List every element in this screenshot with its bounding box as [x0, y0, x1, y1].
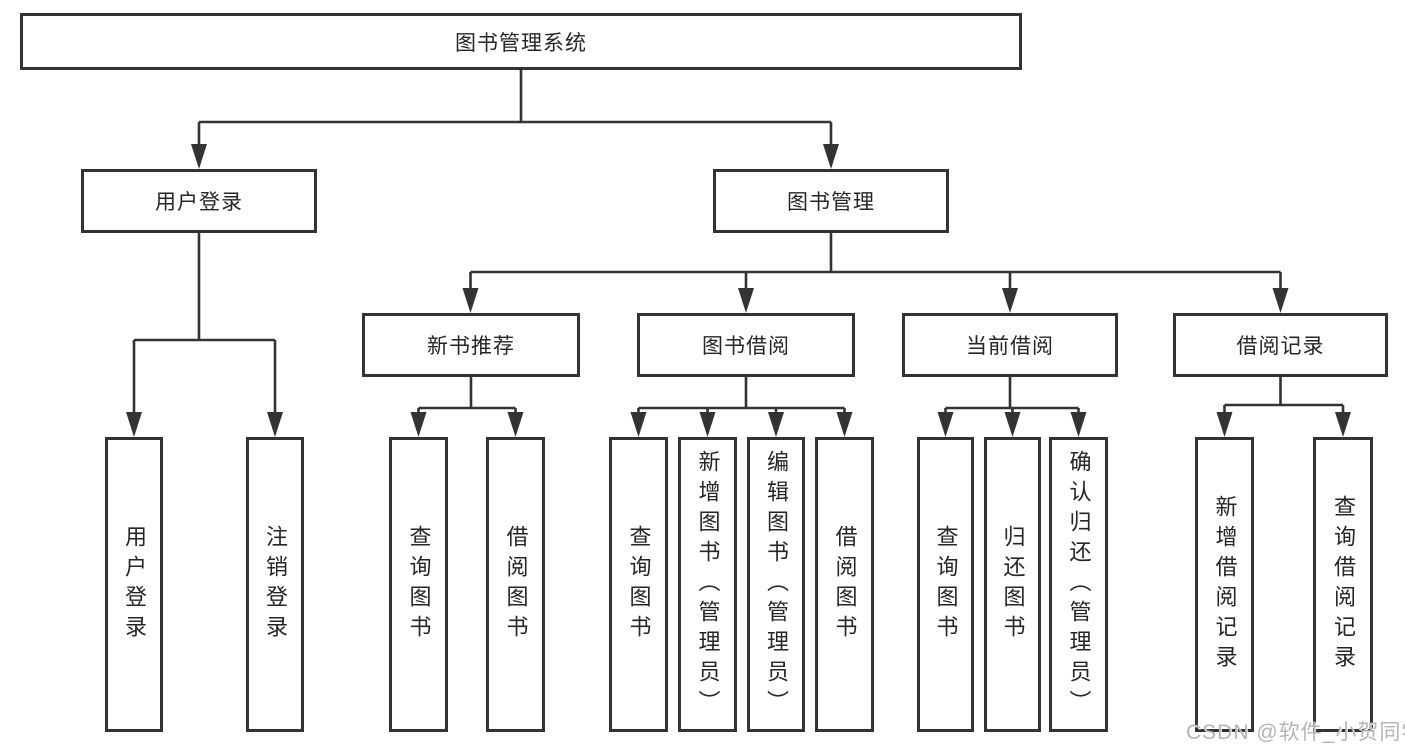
arrowhead: [823, 144, 839, 169]
node-current-borrow: 当前借阅: [902, 313, 1118, 377]
connector-records-to-leaves: [1223, 377, 1345, 422]
arrowhead: [1004, 412, 1021, 437]
arrowhead: [699, 412, 716, 437]
node-book-management-label: 图书管理: [787, 191, 875, 214]
node-add-borrow-record-label: 新增借阅记录: [1212, 494, 1238, 675]
node-logout-action-label: 注销登录: [263, 524, 288, 645]
watermark: CSDN @软件_小贺同学: [1186, 721, 1405, 744]
node-query-books: 查询图书: [389, 437, 448, 732]
node-confirm-return-admin-label: 确认归还（管理员）: [1066, 449, 1092, 720]
arrowhead: [738, 288, 754, 313]
node-user-login: 用户登录: [81, 169, 317, 233]
node-borrow-books: 借阅图书: [486, 437, 545, 732]
node-add-borrow-record: 新增借阅记录: [1195, 437, 1254, 732]
node-login-action-label: 用户登录: [122, 524, 147, 645]
node-return-book: 归还图书: [984, 437, 1041, 732]
arrowhead: [126, 412, 142, 437]
node-borrow-books: 借阅图书: [815, 437, 874, 732]
node-new-book-recommend: 新书推荐: [362, 313, 580, 377]
node-query-books: 查询图书: [609, 437, 668, 732]
node-edit-book-admin: 编辑图书（管理员）: [747, 437, 805, 732]
arrowheads: [126, 144, 1351, 437]
arrowhead: [630, 412, 647, 437]
node-return-book-label: 归还图书: [1000, 524, 1026, 645]
node-root-label: 图书管理系统: [455, 31, 587, 55]
arrowhead: [507, 412, 524, 437]
node-borrow-records-label: 借阅记录: [1236, 335, 1325, 358]
node-book-borrow-label: 图书借阅: [702, 335, 790, 358]
node-root: 图书管理系统: [20, 13, 1022, 70]
arrowhead: [191, 144, 207, 169]
connector-root-to-level2: [197, 70, 833, 150]
arrowhead: [1002, 288, 1018, 313]
node-current-borrow-label: 当前借阅: [966, 335, 1054, 358]
arrowhead: [1272, 288, 1289, 313]
node-confirm-return-admin: 确认归还（管理员）: [1049, 437, 1108, 732]
node-borrow-books-label: 借阅图书: [503, 524, 529, 645]
node-user-login-label: 用户登录: [155, 191, 243, 214]
arrowhead: [1335, 412, 1351, 437]
connector-userlogin-to-leaves: [132, 233, 277, 420]
connector-recommend-to-leaves: [417, 377, 517, 422]
connector-bookmgmt-to-level3: [469, 233, 1282, 295]
node-book-management: 图书管理: [713, 169, 949, 233]
node-query-books: 查询图书: [917, 437, 974, 732]
node-new-book-recommend-label: 新书推荐: [427, 335, 515, 358]
node-book-borrow: 图书借阅: [637, 313, 855, 377]
arrowhead: [836, 412, 853, 437]
connector-lines: [132, 70, 1345, 422]
arrowhead: [1216, 412, 1233, 437]
arrowhead: [768, 412, 784, 437]
arrowhead: [267, 412, 283, 437]
node-query-borrow-record: 查询借阅记录: [1313, 437, 1373, 732]
arrowhead: [462, 288, 479, 313]
node-add-book-admin-label: 新增图书（管理员）: [695, 449, 721, 720]
connector-bookborrow-to-leaves: [637, 377, 846, 422]
node-borrow-records: 借阅记录: [1173, 313, 1388, 377]
arrowhead: [1070, 412, 1087, 437]
node-add-book-admin: 新增图书（管理员）: [678, 437, 737, 732]
node-logout-action: 注销登录: [246, 437, 304, 732]
node-borrow-books-label: 借阅图书: [832, 524, 858, 645]
arrowhead: [410, 412, 427, 437]
node-query-books-label: 查询图书: [406, 524, 432, 645]
node-login-action: 用户登录: [105, 437, 163, 732]
node-edit-book-admin-label: 编辑图书（管理员）: [764, 449, 789, 720]
node-query-borrow-record-label: 查询借阅记录: [1331, 494, 1356, 675]
node-query-books-label: 查询图书: [626, 524, 652, 645]
node-query-books-label: 查询图书: [933, 524, 959, 645]
arrowhead: [937, 412, 954, 437]
